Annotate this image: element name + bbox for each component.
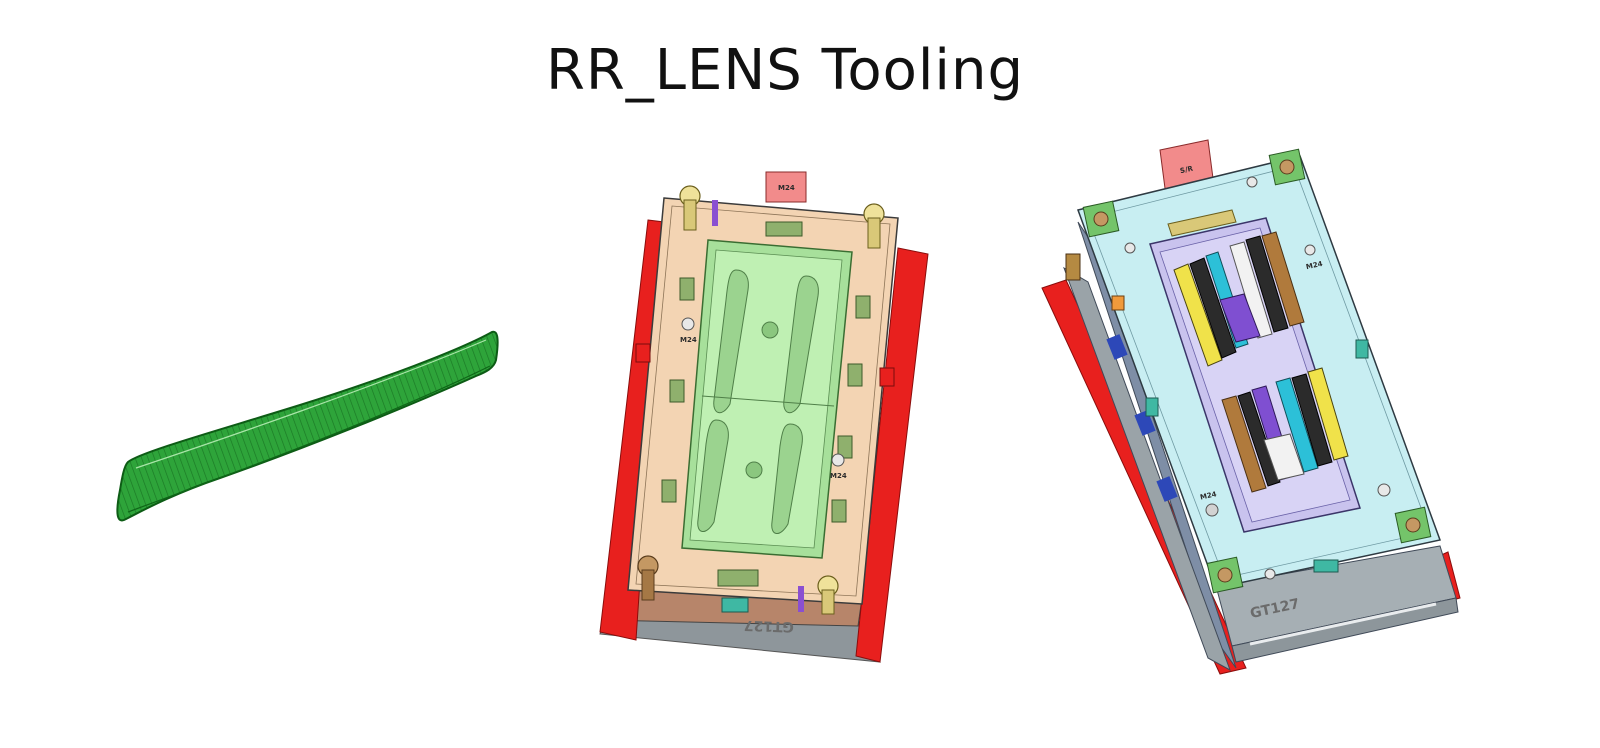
m24-left-upper-label: M24 <box>680 336 697 344</box>
ref-tab-top-label: M24 <box>778 184 795 192</box>
mold-cavity-half: GT127 S/R <box>1041 139 1461 675</box>
m24-left-lower-label: M24 <box>830 472 847 480</box>
mold-core-half: M24 <box>599 171 929 663</box>
ref-tab-right-label: S/R <box>1179 165 1194 176</box>
m24-right-lower-label: M24 <box>1199 490 1217 501</box>
rr-lens-part <box>116 330 499 522</box>
page-title: RR_LENS Tooling <box>545 38 1024 103</box>
mold-number-a: GT127 <box>744 617 795 635</box>
m24-right-upper-label: M24 <box>1305 260 1323 271</box>
